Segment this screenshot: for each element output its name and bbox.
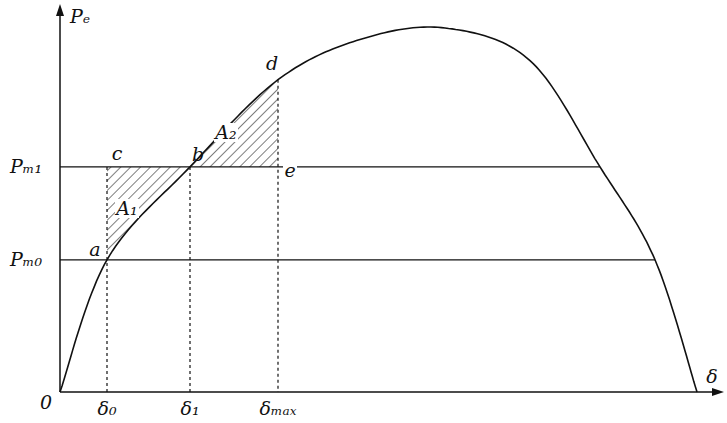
mechanical-power-line xyxy=(60,166,600,167)
angle-label: δ₀ xyxy=(96,399,117,418)
dashed-guide xyxy=(277,80,278,392)
point-label: b xyxy=(191,145,205,164)
axis-arrowhead xyxy=(712,388,724,396)
axis-arrowhead xyxy=(56,4,64,16)
point-label: c xyxy=(111,144,124,163)
area-label: A₁ xyxy=(115,199,138,218)
point-label: a xyxy=(88,240,101,259)
point-label: d xyxy=(265,54,279,73)
power-angle-curve xyxy=(60,27,697,392)
angle-label: δ₁ xyxy=(179,399,200,418)
axis-label: Pₘ₁ xyxy=(9,157,43,176)
y-axis xyxy=(59,12,61,392)
origin-label: 0 xyxy=(39,393,53,412)
x-axis xyxy=(60,391,716,393)
axis-label: Pₘ₀ xyxy=(9,250,43,269)
area-label: A₂ xyxy=(214,123,237,142)
area-hatch xyxy=(107,167,190,260)
axis-label: δ xyxy=(705,367,718,386)
angle-label: δₘₐₓ xyxy=(259,399,298,418)
axis-label: Pₑ xyxy=(69,7,91,26)
point-label: e xyxy=(283,161,296,180)
mechanical-power-line xyxy=(60,259,655,260)
dashed-guide xyxy=(106,167,107,392)
area-hatch xyxy=(190,80,278,167)
dashed-guide xyxy=(189,167,190,392)
